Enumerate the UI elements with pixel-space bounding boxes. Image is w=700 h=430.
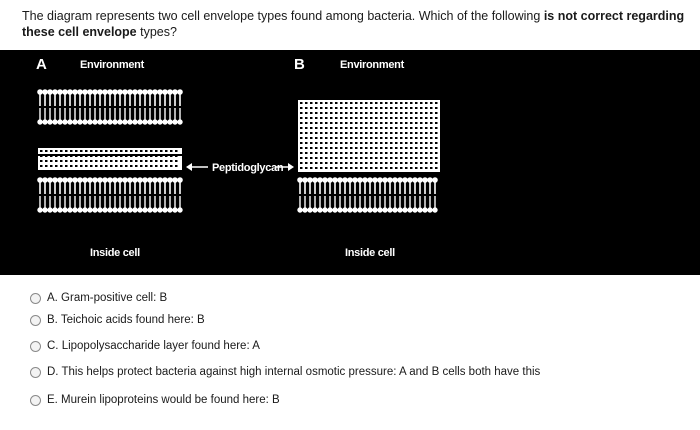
arrow-right-head [288,163,294,171]
option-e[interactable]: E. Murein lipoproteins would be found he… [30,390,280,410]
arrow-left-head [186,163,192,171]
radio-button[interactable] [30,292,41,304]
option-d-label: D. This helps protect bacteria against h… [47,366,541,378]
option-c[interactable]: C. Lipopolysaccharide layer found here: … [30,336,260,356]
option-e-label: E. Murein lipoproteins would be found he… [47,394,280,406]
radio-button[interactable] [30,366,41,378]
panel-a-inner-membrane-inner [37,196,183,213]
panel-b-inside-label: Inside cell [345,247,395,259]
panel-a-environment-label: Environment [80,59,144,71]
panel-a-peptidoglycan [38,148,182,170]
option-b[interactable]: B. Teichoic acids found here: B [30,310,205,330]
panel-b-inner-membrane-outer [297,177,438,194]
peptidoglycan-label: Peptidoglycan [212,162,284,174]
panel-a-inner-membrane-outer [37,177,183,194]
panel-a-letter: A [36,56,47,73]
question-emphasis: is not correct regarding these cell enve… [22,9,685,39]
panel-b-peptidoglycan-mesh [300,102,438,169]
panel-b-peptidoglycan [298,100,440,172]
radio-button[interactable] [30,394,41,406]
option-c-label: C. Lipopolysaccharide layer found here: … [47,340,260,352]
option-d[interactable]: D. This helps protect bacteria against h… [30,362,540,382]
panel-a-gap [38,154,182,156]
panel-a-inside-label: Inside cell [90,247,140,259]
panel-b-inner-membrane-inner [297,196,438,213]
question-part-1: The diagram represents two cell envelope… [22,9,544,23]
option-b-label: B. Teichoic acids found here: B [47,314,205,326]
panel-b-environment-label: Environment [340,59,404,71]
radio-button[interactable] [30,314,41,326]
option-a[interactable]: A. Gram-positive cell: B [30,288,167,308]
panel-a-outer-membrane-inner [37,108,183,125]
panel-a-outer-membrane-outer [37,89,183,106]
radio-button[interactable] [30,340,41,352]
option-a-label: A. Gram-positive cell: B [47,292,168,304]
cell-envelope-diagram: A Environment B Environment Peptidoglyca… [0,50,700,275]
question-text: The diagram represents two cell envelope… [22,8,692,40]
panel-b-letter: B [294,56,305,73]
diagram-drawing [37,89,440,213]
question-part-2: types? [136,25,177,39]
